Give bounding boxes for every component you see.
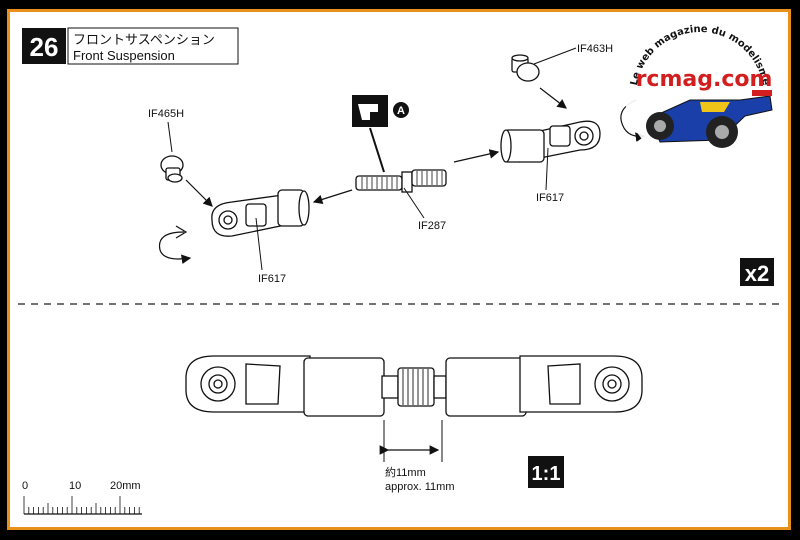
rod-end-left: [211, 189, 310, 237]
scale-ruler: 0 10 20mm: [22, 480, 142, 515]
step-number: 26: [30, 32, 59, 62]
label-ball-right: IF463H: [577, 43, 613, 55]
label-end-right: IF617: [536, 192, 564, 204]
scale-badge: [528, 456, 564, 488]
ball-stud-right: [511, 54, 540, 82]
quantity-badge: [740, 258, 774, 286]
scale-text: 1:1: [532, 463, 561, 485]
dimension-en: approx. 11mm: [385, 481, 455, 493]
exploded-view: IF465H IF617: [148, 43, 646, 285]
title-english: Front Suspension: [73, 48, 175, 63]
ruler-tick-10: 10: [69, 480, 81, 492]
rotate-arrow-left-icon: [158, 231, 192, 265]
ruler-tick-0: 0: [22, 480, 28, 492]
label-end-left: IF617: [258, 273, 286, 285]
turnbuckle-rod: [355, 169, 447, 193]
dimension-jp: 約11mm: [385, 465, 426, 479]
label-turnbuckle: IF287: [418, 220, 446, 232]
ball-stud-left: [160, 155, 184, 183]
assembled-view: [185, 355, 643, 417]
rod-end-right: [500, 120, 601, 163]
ruler-tick-20: 20mm: [110, 480, 141, 492]
logo-brand: rcmag.com: [636, 67, 773, 92]
title-japanese: フロントサスペンション: [73, 33, 215, 48]
label-ball-left: IF465H: [148, 108, 184, 120]
tool-letter-circle: [393, 102, 409, 118]
tool-badge: A: [352, 95, 409, 173]
buggy-icon: [646, 90, 773, 148]
step-header: 26 フロントサスペンション Front Suspension: [22, 27, 239, 65]
quantity-text: x2: [745, 261, 769, 286]
rcmag-logo: Le web magazine du modelisme rcmag.com: [624, 14, 776, 166]
title-box: [67, 27, 239, 65]
tool-letter: A: [397, 105, 405, 117]
step-number-box: [22, 28, 66, 64]
dimension-callout: 約11mm approx. 11mm: [379, 420, 455, 493]
